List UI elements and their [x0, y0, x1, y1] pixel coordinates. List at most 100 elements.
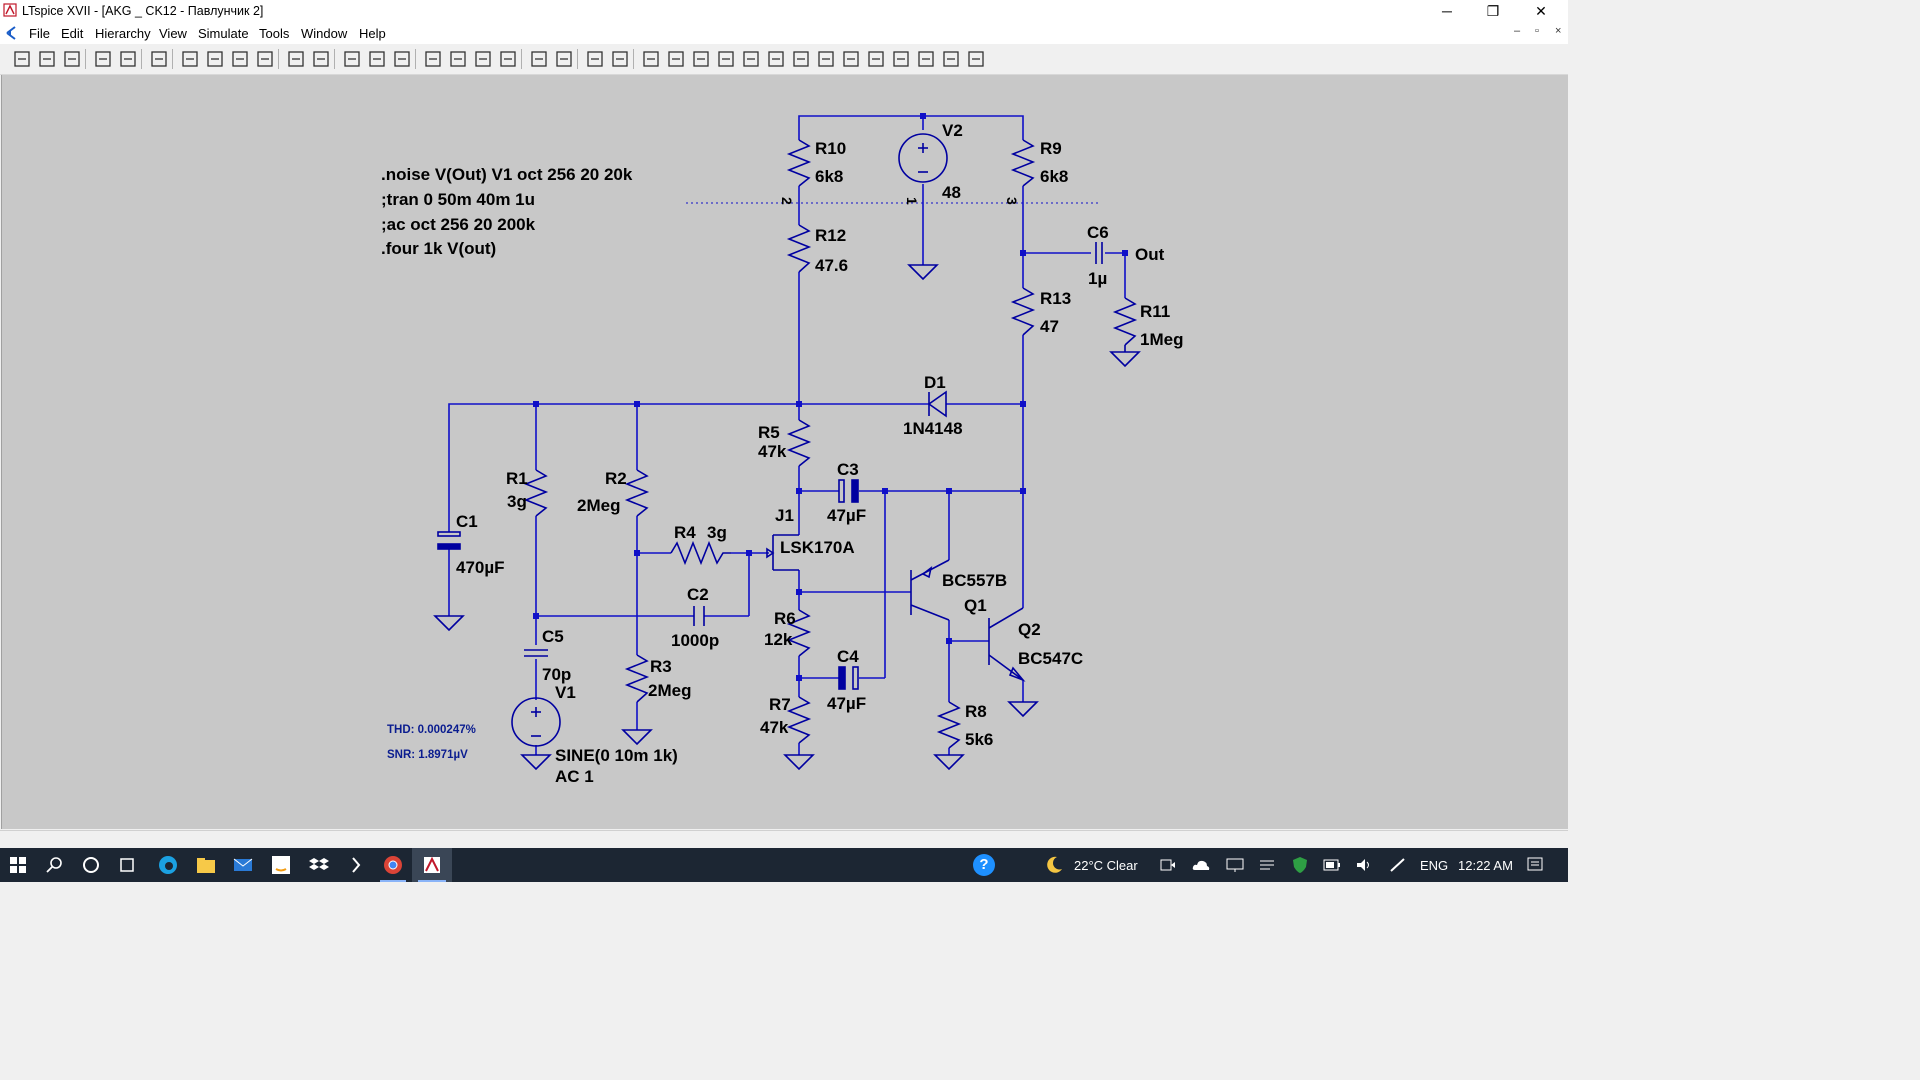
ground-icon[interactable] [610, 49, 630, 69]
zoom-out-icon[interactable] [230, 49, 250, 69]
cortana-icon[interactable] [82, 856, 100, 874]
network-icon[interactable] [1226, 857, 1244, 873]
amazon-icon[interactable] [271, 855, 291, 875]
r12-value[interactable]: 47.6 [815, 256, 848, 275]
close-all-icon[interactable] [367, 49, 387, 69]
meet-icon[interactable] [1160, 857, 1176, 873]
r6-value[interactable]: 12k [764, 630, 793, 649]
r13-name[interactable]: R13 [1040, 289, 1071, 308]
c3-name[interactable]: C3 [837, 460, 859, 479]
net-label-out[interactable]: Out [1135, 245, 1165, 264]
move-icon[interactable] [791, 49, 811, 69]
edge-icon[interactable] [158, 855, 178, 875]
weather-text[interactable]: 22°C Clear [1074, 858, 1138, 873]
zoom-fit-icon[interactable] [255, 49, 275, 69]
run-icon[interactable] [12, 49, 32, 69]
r11-value[interactable]: 1Meg [1140, 330, 1183, 349]
r9-value[interactable]: 6k8 [1040, 167, 1068, 186]
spice-directive-icon[interactable] [966, 49, 986, 69]
text-icon[interactable] [941, 49, 961, 69]
close-button[interactable]: ✕ [1535, 3, 1547, 19]
print-icon[interactable] [529, 49, 549, 69]
save-icon[interactable] [62, 49, 82, 69]
menu-hierarchy[interactable]: Hierarchy [95, 26, 151, 41]
cut-icon[interactable] [423, 49, 443, 69]
q1-value[interactable]: BC557B [942, 571, 1007, 590]
file-explorer-icon[interactable] [196, 855, 216, 875]
pencil-icon[interactable] [585, 49, 605, 69]
cascade-icon[interactable] [342, 49, 362, 69]
q2-name[interactable]: Q2 [1018, 620, 1041, 639]
v2-name[interactable]: V2 [942, 121, 963, 140]
r6-name[interactable]: R6 [774, 609, 796, 628]
menu-help[interactable]: Help [359, 26, 386, 41]
component-icon[interactable] [766, 49, 786, 69]
q1-name[interactable]: Q1 [964, 596, 987, 615]
control-panel-icon[interactable] [93, 49, 113, 69]
security-shield-icon[interactable] [1291, 856, 1309, 874]
q2-value[interactable]: BC547C [1018, 649, 1083, 668]
r5-value[interactable]: 47k [758, 442, 787, 461]
mdi-close-button[interactable]: × [1555, 25, 1562, 37]
menu-file[interactable]: File [29, 26, 50, 41]
clock-time[interactable]: 12:22 AM [1458, 858, 1513, 873]
notifications-icon[interactable] [1526, 856, 1544, 874]
menu-window[interactable]: Window [301, 26, 348, 41]
r1-name[interactable]: R1 [506, 469, 528, 488]
language-indicator[interactable]: ENG [1420, 858, 1449, 873]
menu-view[interactable]: View [159, 26, 187, 41]
redo-icon[interactable] [866, 49, 886, 69]
v1-name[interactable]: V1 [555, 683, 576, 702]
c5-value[interactable]: 70p [542, 665, 571, 684]
find-icon[interactable] [498, 49, 518, 69]
rotate-icon[interactable] [891, 49, 911, 69]
mdi-restore-button[interactable]: ▫ [1535, 25, 1539, 37]
undo-icon[interactable] [841, 49, 861, 69]
r1-value[interactable]: 3g [507, 492, 527, 511]
c5-name[interactable]: C5 [542, 627, 564, 646]
r4-value[interactable]: 3g [707, 523, 727, 542]
r8-value[interactable]: 5k6 [965, 730, 993, 749]
open-icon[interactable] [37, 49, 57, 69]
capacitor-icon[interactable] [691, 49, 711, 69]
copy-icon[interactable] [448, 49, 468, 69]
directive-noise[interactable]: .noise V(Out) V1 oct 256 20 20k [381, 165, 633, 184]
terminal-icon[interactable] [347, 855, 367, 875]
r2-name[interactable]: R2 [605, 469, 627, 488]
c6-value[interactable]: 1µ [1088, 269, 1107, 288]
c1-name[interactable]: C1 [456, 512, 478, 531]
schematic-canvas[interactable]: .noise V(Out) V1 oct 256 20 20k ;tran 0 … [1, 75, 1568, 829]
onedrive-icon[interactable] [1192, 857, 1210, 873]
diode-icon[interactable] [741, 49, 761, 69]
resistor-icon[interactable] [666, 49, 686, 69]
volume-icon[interactable] [1355, 857, 1373, 873]
halt-icon[interactable] [118, 49, 138, 69]
c3-value[interactable]: 47µF [827, 506, 866, 525]
directive-four[interactable]: .four 1k V(out) [381, 239, 496, 258]
print-preview-icon[interactable] [554, 49, 574, 69]
r9-name[interactable]: R9 [1040, 139, 1062, 158]
search-icon[interactable] [46, 856, 64, 874]
r10-name[interactable]: R10 [815, 139, 846, 158]
v1-ac-value[interactable]: AC 1 [555, 767, 594, 786]
zoom-full-icon[interactable] [205, 49, 225, 69]
r13-value[interactable]: 47 [1040, 317, 1059, 336]
j1-name[interactable]: J1 [775, 506, 794, 525]
r10-value[interactable]: 6k8 [815, 167, 843, 186]
c2-value[interactable]: 1000p [671, 631, 719, 650]
windows-start-icon[interactable] [10, 857, 26, 873]
mdi-minimize-button[interactable]: – [1514, 25, 1521, 37]
c2-name[interactable]: C2 [687, 585, 709, 604]
c4-value[interactable]: 47µF [827, 694, 866, 713]
c1-value[interactable]: 470µF [456, 558, 505, 577]
r2-value[interactable]: 2Meg [577, 496, 620, 515]
r8-name[interactable]: R8 [965, 702, 987, 721]
action-center-small-icon[interactable] [1258, 857, 1276, 873]
v2-value[interactable]: 48 [942, 183, 961, 202]
menu-edit[interactable]: Edit [61, 26, 84, 41]
r4-name[interactable]: R4 [674, 523, 696, 542]
pan-icon[interactable] [149, 49, 169, 69]
menu-tools[interactable]: Tools [259, 26, 290, 41]
paste-icon[interactable] [473, 49, 493, 69]
mail-icon[interactable] [233, 855, 253, 875]
